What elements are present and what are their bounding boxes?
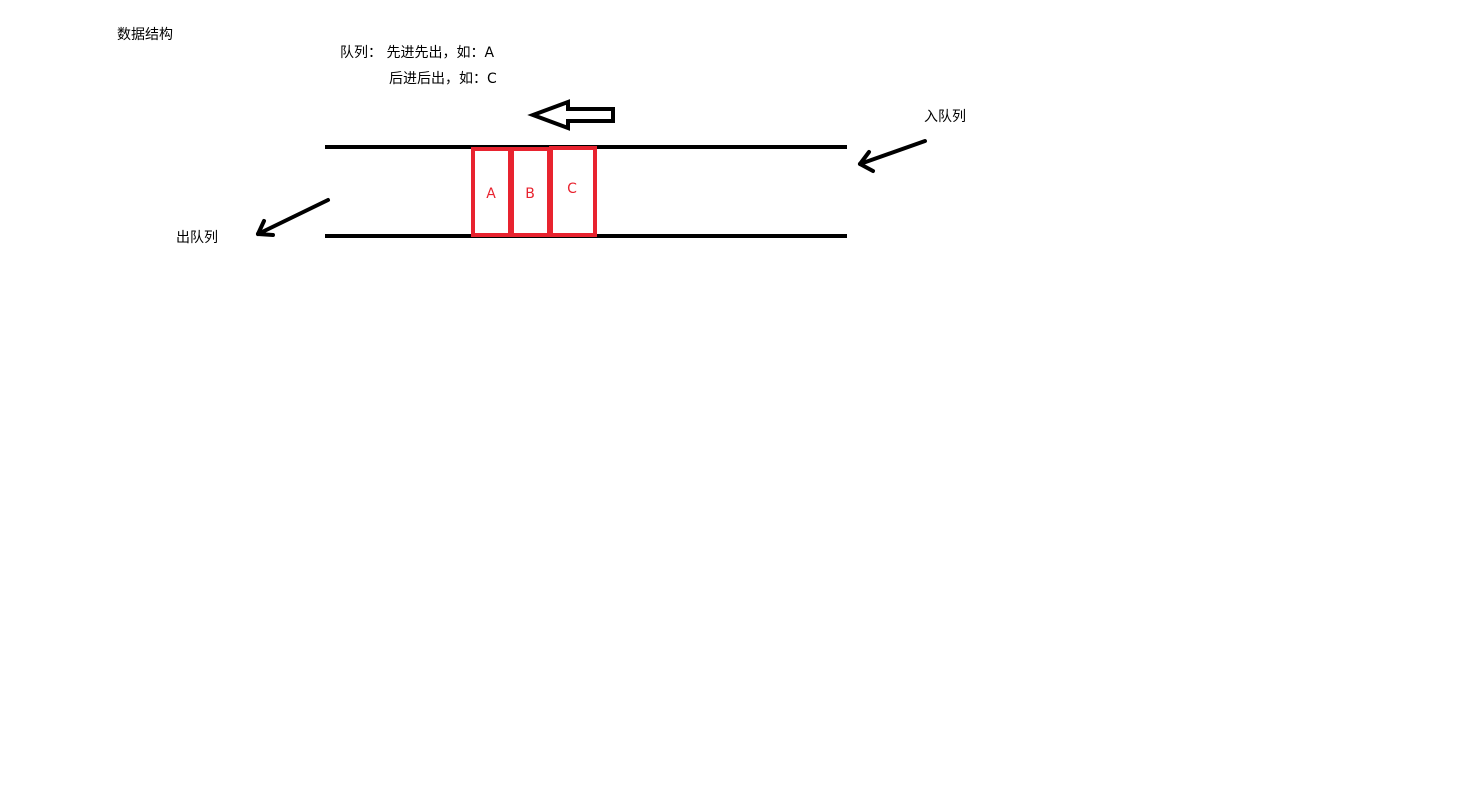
queue-item-c: C	[549, 146, 597, 237]
diagram-title: 数据结构	[117, 27, 173, 43]
enqueue-label: 入队列	[924, 109, 966, 125]
dequeue-label: 出队列	[176, 230, 218, 246]
queue-item-label: C	[567, 181, 577, 197]
queue-item-b: B	[510, 147, 551, 237]
flow-direction-arrow-icon	[527, 99, 615, 131]
queue-item-a: A	[471, 147, 512, 237]
queue-item-label: B	[525, 186, 535, 202]
queue-item-label: A	[486, 186, 496, 202]
enqueue-arrow-icon	[858, 139, 927, 173]
dequeue-arrow-icon	[256, 198, 330, 237]
queue-definition-line-1: 队列： 先进先出，如：A	[340, 45, 495, 61]
queue-definition-line-2: 后进后出，如：C	[389, 71, 497, 87]
